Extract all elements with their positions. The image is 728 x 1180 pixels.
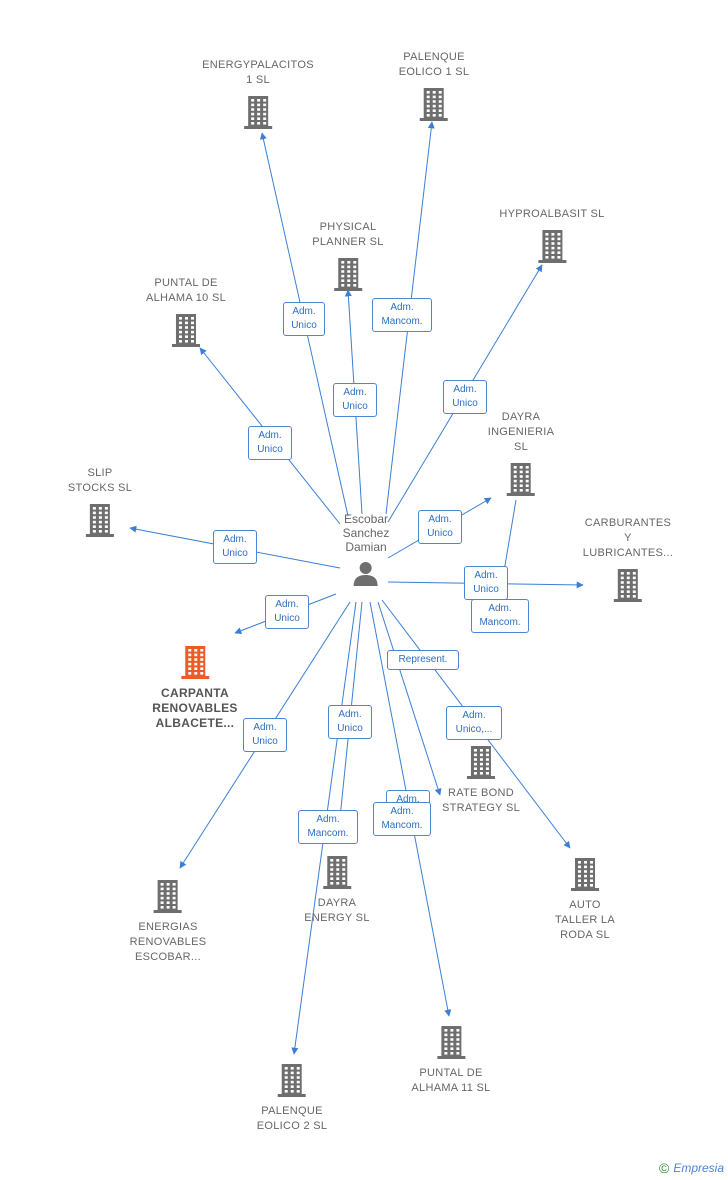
person-icon	[353, 562, 378, 586]
company-node-palenque1[interactable]: PALENQUE EOLICO 1 SL	[399, 50, 470, 122]
company-label: HYPROALBASIT SL	[499, 208, 605, 220]
relation-badge-b-ratebond-rep[interactable]: Represent.	[387, 650, 459, 670]
building-icon	[537, 230, 566, 263]
building-icon	[154, 880, 182, 913]
brand-name: Empresia	[673, 1161, 724, 1175]
company-label: ENERGYPALACITOS 1 SL	[202, 59, 314, 86]
relation-badge-b-dayraing[interactable]: Adm. Unico	[418, 510, 462, 544]
company-node-physical[interactable]: PHYSICAL PLANNER SL	[312, 220, 383, 292]
company-label: ENERGIAS RENOVABLES ESCOBAR...	[129, 921, 207, 963]
relation-badge-b-carburantes[interactable]: Adm. Unico	[464, 566, 508, 600]
relation-badge-b-slip[interactable]: Adm. Unico	[213, 530, 257, 564]
center-person[interactable]: Escobar Sanchez Damian	[342, 512, 390, 588]
relation-badge-b-puntal10[interactable]: Adm. Unico	[248, 426, 292, 460]
company-label: DAYRA INGENIERIA SL	[487, 411, 555, 453]
building-icon	[506, 463, 535, 496]
relation-badge-b-ratebond[interactable]: Adm. Unico,...	[446, 706, 502, 740]
building-icon	[467, 746, 495, 779]
company-node-puntal10[interactable]: PUNTAL DE ALHAMA 10 SL	[146, 276, 226, 348]
company-label: CARBURANTES Y LUBRICANTES...	[582, 517, 674, 559]
relation-badge-b-physical[interactable]: Adm. Unico	[333, 383, 377, 417]
building-icon	[244, 96, 272, 129]
building-icon	[571, 858, 599, 891]
building-icon	[333, 258, 362, 291]
center-person-label: Escobar Sanchez Damian	[342, 512, 390, 554]
relation-badge-b-palenque1[interactable]: Adm. Mancom.	[372, 298, 432, 332]
company-label: DAYRA ENERGY SL	[304, 897, 370, 924]
company-node-ratebond[interactable]: RATE BOND STRATEGY SL	[442, 744, 520, 816]
footer-brand[interactable]: © Empresia	[659, 1160, 724, 1176]
building-icon	[278, 1064, 306, 1097]
building-icon	[172, 314, 200, 347]
relation-badge-b-energypalacitos[interactable]: Adm. Unico	[283, 302, 325, 336]
company-label: PHYSICAL PLANNER SL	[312, 221, 384, 248]
company-label: CARPANTA RENOVABLES ALBACETE...	[152, 686, 238, 730]
relation-badge-b-carpanta[interactable]: Adm. Unico	[265, 595, 309, 629]
company-node-slip[interactable]: SLIP STOCKS SL	[68, 466, 132, 538]
edge-10	[377, 601, 442, 796]
company-label: PALENQUE EOLICO 1 SL	[398, 51, 470, 78]
company-label: AUTO TALLER LA RODA SL	[555, 899, 615, 941]
company-node-carpanta[interactable]: CARPANTA RENOVABLES ALBACETE...	[152, 644, 237, 731]
relation-badge-b-dayraenergy-u[interactable]: Adm. Unico	[328, 705, 372, 739]
relation-badge-b-energias[interactable]: Adm. Unico	[243, 718, 287, 752]
building-icon	[180, 646, 209, 679]
company-node-energypalacitos[interactable]: ENERGYPALACITOS 1 SL	[202, 58, 314, 130]
company-label: SLIP STOCKS SL	[67, 467, 133, 494]
building-icon	[420, 88, 448, 121]
company-label: RATE BOND STRATEGY SL	[441, 787, 521, 814]
company-node-dayraenergy[interactable]: DAYRA ENERGY SL	[304, 854, 369, 926]
relation-badge-b-puntal11-m[interactable]: Adm. Mancom.	[373, 802, 431, 836]
company-label: PUNTAL DE ALHAMA 11 SL	[411, 1067, 491, 1094]
building-icon	[613, 569, 642, 602]
company-node-hyproalbasit[interactable]: HYPROALBASIT SL	[499, 207, 604, 264]
relation-badge-b-dayraing2[interactable]: Adm. Mancom.	[471, 599, 529, 633]
company-node-carburantes[interactable]: CARBURANTES Y LUBRICANTES...	[583, 516, 673, 603]
company-node-puntal11[interactable]: PUNTAL DE ALHAMA 11 SL	[411, 1024, 490, 1096]
building-icon	[437, 1026, 465, 1059]
company-label: PALENQUE EOLICO 2 SL	[256, 1105, 328, 1132]
copyright-icon: ©	[658, 1160, 670, 1176]
company-node-palenque2[interactable]: PALENQUE EOLICO 2 SL	[257, 1062, 328, 1134]
relation-badge-b-hyproalbasit[interactable]: Adm. Unico	[443, 380, 487, 414]
building-icon	[323, 856, 351, 889]
company-node-autotaller[interactable]: AUTO TALLER LA RODA SL	[555, 856, 615, 943]
building-icon	[86, 504, 114, 537]
company-node-energias[interactable]: ENERGIAS RENOVABLES ESCOBAR...	[130, 878, 207, 965]
relation-badge-b-dayraenergy-m[interactable]: Adm. Mancom.	[298, 810, 358, 844]
company-label: PUNTAL DE ALHAMA 10 SL	[145, 277, 227, 304]
company-node-dayraing[interactable]: DAYRA INGENIERIA SL	[488, 410, 555, 497]
